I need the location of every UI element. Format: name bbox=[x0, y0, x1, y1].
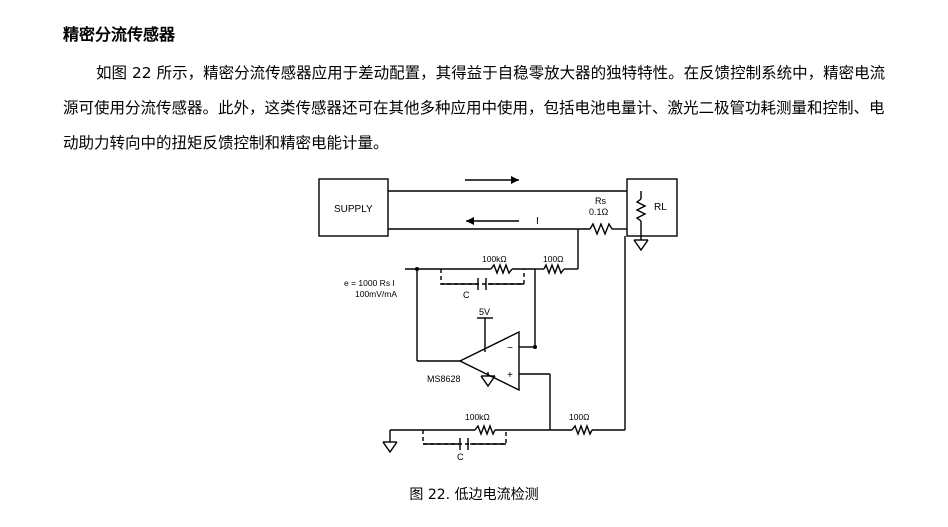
r-feedback-top-label: 100kΩ bbox=[482, 254, 507, 264]
supply-label: SUPPLY bbox=[334, 204, 373, 215]
rl-label: RL bbox=[654, 202, 667, 213]
rs-value-label: 0.1Ω bbox=[589, 207, 609, 217]
body-paragraph: 如图 22 所示，精密分流传感器应用于差动配置，其得益于自稳零放大器的独特特性。… bbox=[63, 64, 886, 152]
opamp-part-label: MS8628 bbox=[427, 374, 461, 384]
r-input-top-label: 100Ω bbox=[543, 254, 564, 264]
supply-box bbox=[318, 178, 389, 237]
output-eq-line1: e = 1000 Rs I bbox=[344, 278, 395, 288]
arrowhead-bottom bbox=[466, 217, 474, 225]
r-input-bottom-label: 100Ω bbox=[569, 412, 590, 422]
current-label: I bbox=[536, 216, 539, 227]
figure-caption: 图 22. 低边电流检测 bbox=[409, 487, 539, 503]
shunt-resistor bbox=[589, 222, 613, 236]
cap-bottom-label: C bbox=[457, 452, 464, 462]
r-ground-bottom-label: 100kΩ bbox=[465, 412, 490, 422]
load-box bbox=[626, 178, 678, 237]
feedback-resistor-top bbox=[490, 263, 513, 275]
opamp-minus-label: − bbox=[507, 343, 513, 354]
arrowhead-top bbox=[511, 176, 519, 184]
ground-resistor-bottom bbox=[474, 424, 496, 436]
op-amp bbox=[458, 330, 520, 392]
vcc-label: 5V bbox=[479, 307, 490, 317]
output-eq-line2: 100mV/mA bbox=[355, 289, 397, 299]
cap-top-label: C bbox=[463, 290, 470, 300]
rs-label: Rs bbox=[595, 196, 606, 206]
section-title: 精密分流传感器 bbox=[63, 25, 176, 44]
opamp-plus-label: + bbox=[507, 370, 513, 381]
input-resistor-top bbox=[543, 263, 565, 275]
load-resistor bbox=[635, 198, 647, 222]
input-resistor-bottom bbox=[571, 424, 593, 436]
